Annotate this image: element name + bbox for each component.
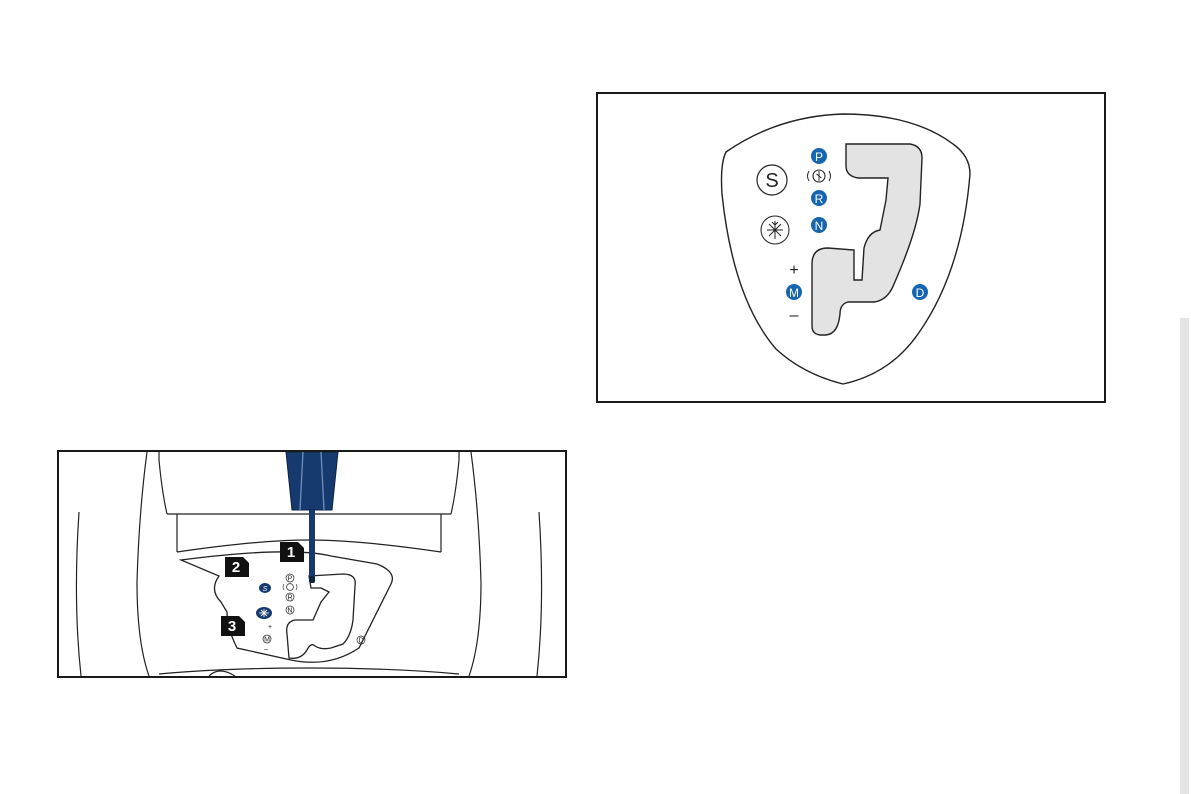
console-drawing: 1 2 3 S P [59,452,565,676]
console-illustration: 1 2 3 S P [57,450,567,678]
callout-3: 3 [221,616,245,636]
callout-1: 1 [280,542,304,562]
callout-2: 2 [225,557,249,577]
console-mark-minus: – [264,646,268,653]
position-r-label: R [815,192,824,206]
position-p: P [811,148,827,164]
position-n: N [811,217,827,233]
sport-button: S [757,165,787,195]
console-mark-plus: + [268,624,272,631]
gate-drawing: S P R N [598,94,1104,401]
svg-text:S: S [263,586,268,593]
snow-mode-icon [761,216,789,244]
console-mark-m: M [264,637,270,644]
position-d: D [912,284,928,300]
console-mark-d: D [358,638,363,645]
page-side-scrollbar[interactable] [1180,318,1189,794]
snow-mode-icon [256,607,272,619]
sport-button-label: S [765,170,778,192]
position-d-label: D [916,286,925,300]
manual-minus: – [790,307,799,324]
gate-diagram: S P R N [596,92,1106,403]
console-mark-r: R [287,595,292,602]
position-m: M [786,284,802,300]
console-mark-p: P [288,576,293,583]
console-mark-n: N [287,608,292,615]
position-n-label: N [815,219,824,233]
callout-2-label: 2 [232,559,240,576]
position-r: R [811,190,827,206]
callout-3-label: 3 [228,618,236,635]
position-m-label: M [789,286,799,300]
sport-mode-icon: S [259,583,271,593]
callout-1-label: 1 [287,544,295,561]
position-p-label: P [815,150,823,164]
manual-plus: + [789,262,798,279]
